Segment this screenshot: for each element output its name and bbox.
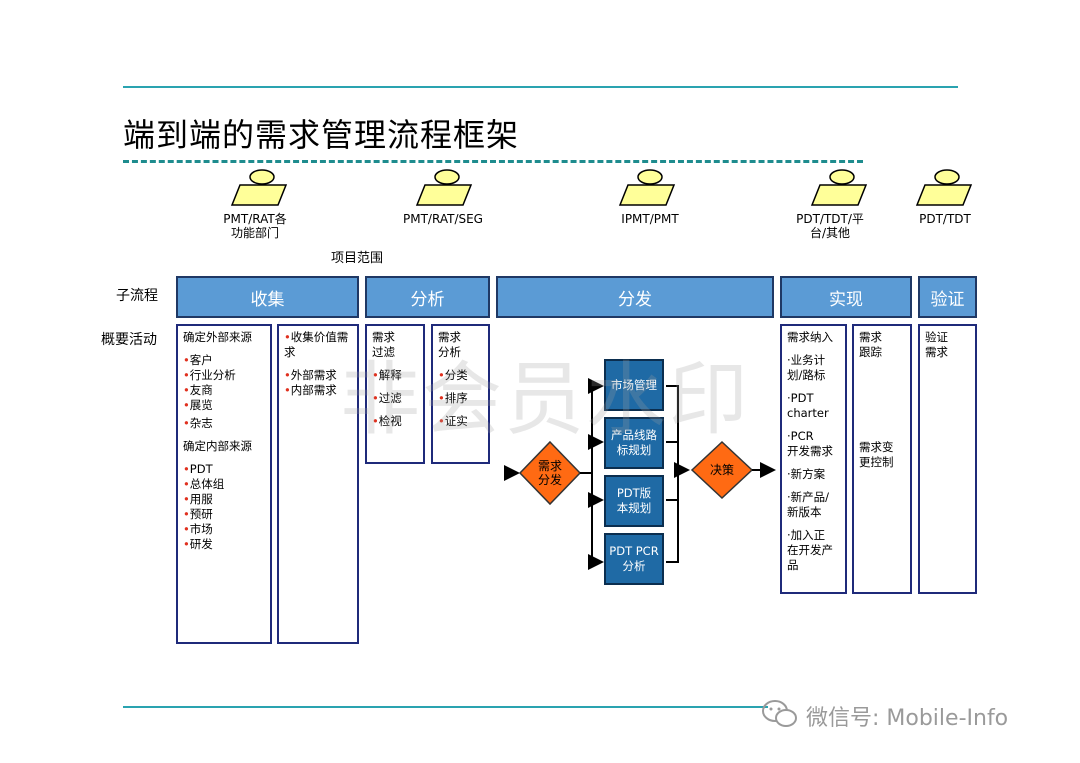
list-item: 友商	[183, 383, 265, 398]
list-item: 新方案	[787, 467, 840, 482]
list-item: 证实	[438, 414, 483, 429]
stack-box-pcr: PDT PCR 分析	[604, 533, 664, 585]
flow-branch	[580, 378, 604, 474]
role-label-4: PDT/TDT/平 台/其他	[796, 212, 864, 240]
list-item: 新产品/ 新版本	[787, 490, 840, 520]
analysis-heading: 需求 分析	[438, 330, 461, 359]
list-item: 业务计 划/路标	[787, 353, 840, 383]
list-item: 市场	[183, 522, 265, 537]
list-item: 总体组	[183, 477, 265, 492]
diamond-in-shape	[518, 440, 582, 506]
watermark: 非会员水印	[340, 353, 750, 446]
phase-analyze: 分析	[365, 276, 490, 318]
list-item: 排序	[438, 391, 483, 406]
role-label-5: PDT/TDT	[919, 212, 971, 226]
list-item: 行业分析	[183, 368, 265, 383]
external-sources-heading: 确定外部来源	[183, 330, 252, 344]
role-label-2: PMT/RAT/SEG	[403, 212, 483, 226]
wechat-icon	[762, 700, 797, 727]
analyze-analysis-box: 需求 分析 分类 排序 证实	[431, 324, 490, 464]
analyze-filter-box: 需求 过滤 解释 过滤 检视	[365, 324, 425, 464]
list-item: PCR	[787, 429, 840, 444]
implement-include-box: 需求纳入 业务计 划/路标 PDT charter PCR 开发需求 新方案 新…	[780, 324, 847, 594]
wechat-id: 微信号: Mobile-Info	[806, 706, 1009, 731]
include-heading: 需求纳入	[787, 330, 833, 344]
list-item: 解释	[372, 368, 418, 383]
list-item: 客户	[183, 353, 265, 368]
verify-heading: 验证 需求	[925, 330, 948, 359]
flow-branch	[588, 473, 604, 508]
row-label-subprocess: 子流程	[116, 288, 158, 304]
phase-collect: 收集	[176, 276, 359, 318]
list-item: 外部需求	[284, 368, 352, 383]
stack-box-market: 市场管理	[604, 359, 664, 411]
list-item: 分类	[438, 368, 483, 383]
flow-branch	[588, 473, 604, 570]
stack-box-version: PDT版 本规划	[604, 475, 664, 527]
list-item: 开发需求	[787, 444, 833, 458]
roles-icons	[230, 169, 973, 206]
role-label-1: PMT/RAT各 功能部门	[223, 212, 287, 240]
list-item: 过滤	[372, 391, 418, 406]
change-control-text: 需求变 更控制	[859, 440, 894, 469]
person-icon	[415, 169, 473, 206]
list-item: 检视	[372, 414, 418, 429]
diamond-out-shape	[690, 440, 754, 500]
track-heading: 需求 跟踪	[859, 330, 882, 359]
filter-heading: 需求 过滤	[372, 330, 395, 359]
top-rule	[123, 86, 958, 88]
list-item: 收集价值需求	[284, 330, 352, 360]
list-item: 研发	[183, 537, 265, 552]
phase-implement: 实现	[780, 276, 912, 318]
scope-label: 项目范围	[331, 251, 384, 266]
list-item: 杂志	[183, 416, 265, 431]
title-dashed-rule	[123, 160, 863, 163]
collect-sources-box: 确定外部来源 客户 行业分析 友商 展览 杂志 确定内部来源 PDT 总体组 用…	[176, 324, 272, 644]
list-item: 预研	[183, 507, 265, 522]
page-title: 端到端的需求管理流程框架	[123, 116, 520, 154]
verify-box: 验证 需求	[918, 324, 977, 594]
list-item: 内部需求	[284, 383, 352, 398]
list-item: PDT charter	[787, 391, 840, 421]
person-icon	[230, 169, 288, 206]
row-label-activities: 概要活动	[101, 332, 157, 348]
role-label-3: IPMT/PMT	[621, 212, 679, 226]
list-item: 用服	[183, 492, 265, 507]
diamond-in-label: 需求 分发	[537, 459, 562, 487]
collect-value-box: 收集价值需求 外部需求 内部需求	[277, 324, 359, 644]
phase-verify: 验证	[918, 276, 977, 318]
distribute-flow	[504, 378, 776, 570]
list-item: 加入正 在开发产 品	[787, 528, 840, 573]
person-icon	[915, 169, 973, 206]
list-item: 展览	[183, 398, 265, 413]
list-item: PDT	[183, 462, 265, 477]
bottom-rule	[123, 706, 768, 708]
person-icon	[618, 169, 676, 206]
person-icon	[810, 169, 868, 206]
phase-distribute: 分发	[496, 276, 774, 318]
implement-track-box: 需求 跟踪 需求变 更控制	[852, 324, 912, 594]
diamond-out-label: 决策	[709, 463, 734, 477]
stack-box-roadmap: 产品线路 标规划	[604, 417, 664, 469]
internal-sources-heading: 确定内部来源	[183, 439, 252, 453]
flow-branch	[588, 434, 604, 473]
